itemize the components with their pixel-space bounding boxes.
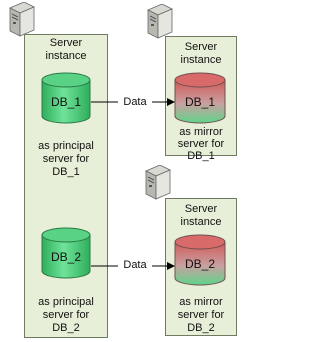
- db1-mirror-label: DB_1: [184, 95, 216, 109]
- principal-title-line1: Server: [49, 37, 83, 49]
- mirror-bottom-title-line1: Server: [184, 203, 218, 215]
- db2-principal-role-line2: server for: [42, 309, 90, 321]
- data-arrow-bottom-label: Data: [118, 259, 152, 272]
- db2-principal-cylinder: [41, 227, 91, 279]
- server-tower-icon: [9, 2, 35, 37]
- database-mirroring-diagram: Server instance DB_1 as principal server…: [9, 2, 237, 338]
- db1-principal-role-line1: as principal: [38, 140, 94, 152]
- mirror-top-role-line3: DB_1: [187, 150, 215, 162]
- db1-principal-label: DB_1: [50, 95, 82, 109]
- mirror-top-role-line1: as mirror: [179, 126, 223, 138]
- mirror-bottom-role-line1: as mirror: [179, 296, 223, 308]
- mirror-top-role-line2: server for: [177, 138, 225, 150]
- mirror-bottom-title-line2: instance: [180, 216, 222, 228]
- db2-mirror-cylinder: [174, 234, 226, 286]
- db2-mirror-label: DB_2: [184, 257, 216, 271]
- mirror-top-title-line2: instance: [180, 54, 222, 66]
- db1-principal-role-line3: DB_1: [52, 166, 80, 178]
- data-arrow-top-label: Data: [118, 96, 152, 109]
- server-tower-icon: [145, 165, 171, 200]
- mirror-bottom-role-line2: server for: [177, 309, 225, 321]
- db1-principal-cylinder: [41, 72, 91, 124]
- db2-principal-role-line3: DB_2: [52, 322, 80, 334]
- db2-principal-label: DB_2: [50, 250, 82, 264]
- db1-principal-role-line2: server for: [42, 153, 90, 165]
- mirror-bottom-role-line3: DB_2: [187, 322, 215, 334]
- mirror-top-title-line1: Server: [184, 41, 218, 53]
- db1-mirror-cylinder: [174, 72, 226, 124]
- principal-title-line2: instance: [45, 50, 87, 62]
- db2-principal-role-line1: as principal: [38, 296, 94, 308]
- server-tower-icon: [147, 4, 173, 39]
